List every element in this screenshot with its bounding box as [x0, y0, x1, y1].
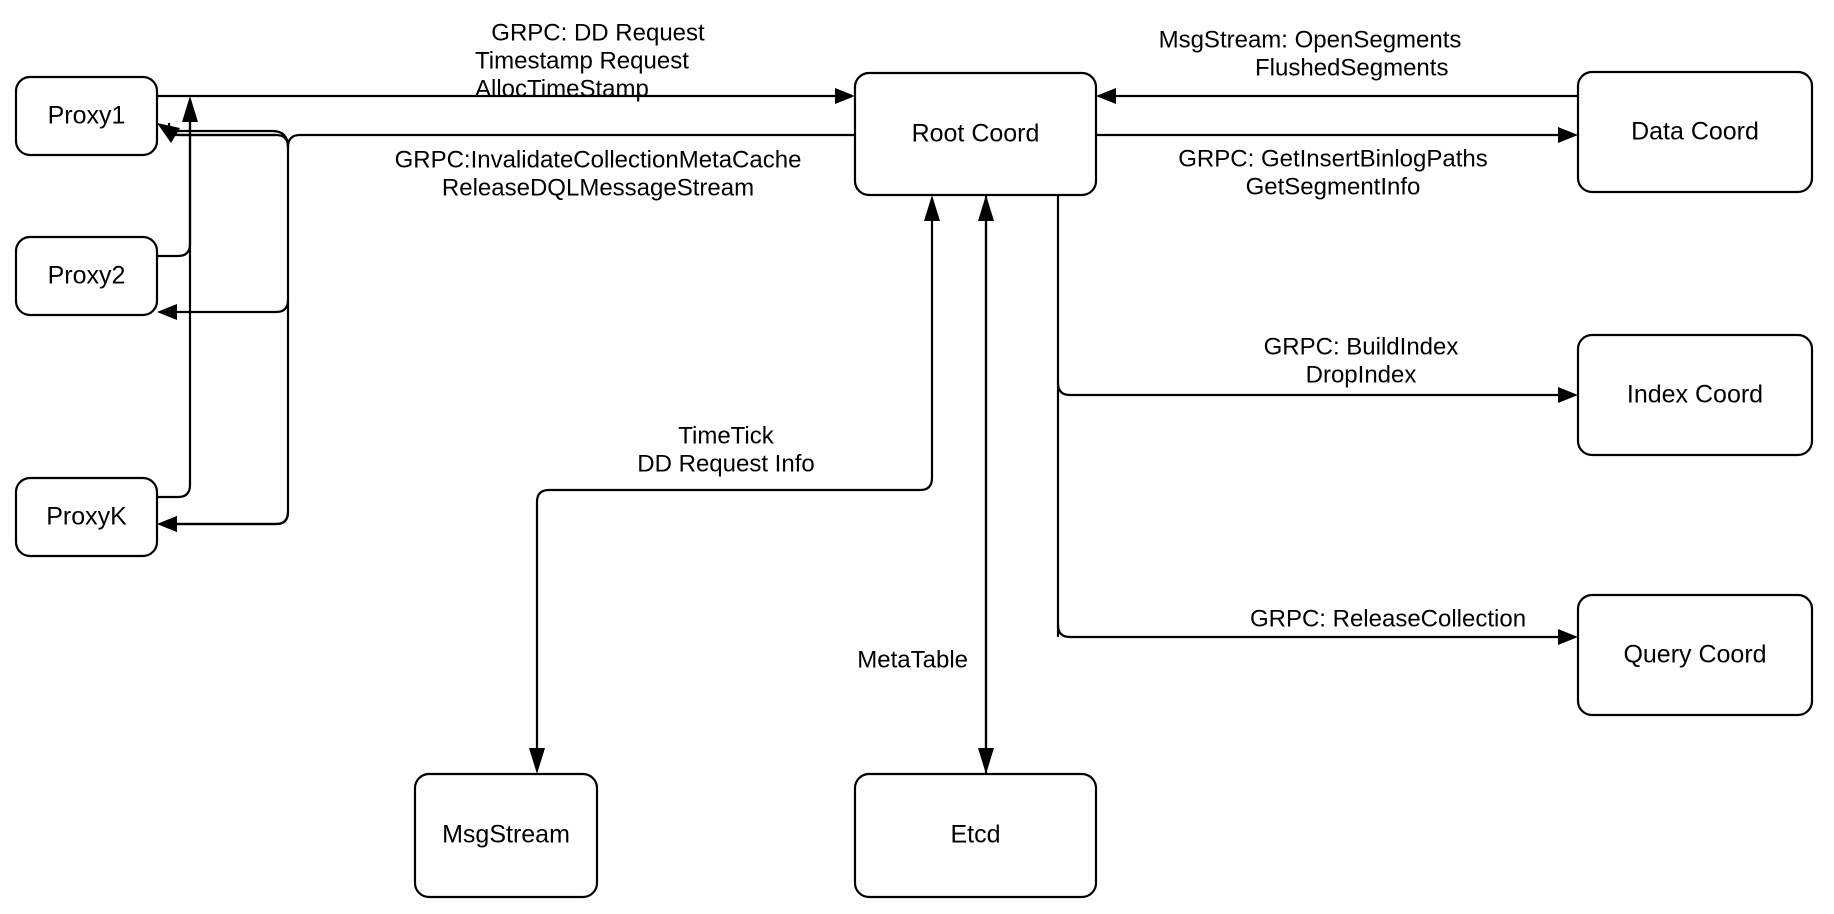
- edge-label-line: MsgStream: OpenSegments: [1159, 26, 1462, 53]
- edge-proxy1-to-rootcoord: [157, 88, 855, 104]
- edge-rootcoord-to-proxy2: [157, 299, 290, 320]
- node-rootcoord[interactable]: Root Coord: [853, 71, 1098, 197]
- edge-rootcoord-to-querycoord: [1056, 624, 1578, 645]
- edge-label-proxy-to-root: GRPC: DD Request Timestamp Request Alloc…: [475, 19, 705, 102]
- node-shape[interactable]: [413, 772, 599, 899]
- edge-label-line: GRPC: GetInsertBinlogPaths: [1178, 145, 1487, 172]
- edge-rootcoord-to-msgstream: [529, 195, 940, 774]
- edge-rootcoord-to-etcd: [978, 195, 994, 774]
- edge-label-line: GRPC: ReleaseCollection: [1250, 605, 1526, 632]
- edge-label-root-to-msgstream: TimeTick DD Request Info: [637, 422, 814, 477]
- node-shape[interactable]: [853, 71, 1098, 197]
- arrowhead-icon: [529, 748, 545, 774]
- edge-label-line: Timestamp Request: [475, 47, 689, 74]
- edge-label-line: GetSegmentInfo: [1246, 173, 1421, 200]
- edge-bus-branch-proxy1: [157, 123, 290, 148]
- edge-rootcoord-to-datacoord: [1096, 127, 1578, 143]
- arrowhead-icon: [157, 304, 177, 320]
- node-proxy1[interactable]: Proxy1: [14, 75, 159, 157]
- nodes-layer: Proxy1 Proxy2 ProxyK Root Coord Data Coo…: [14, 70, 1814, 899]
- node-datacoord[interactable]: Data Coord: [1576, 70, 1814, 194]
- node-shape[interactable]: [853, 772, 1098, 899]
- node-querycoord[interactable]: Query Coord: [1576, 593, 1814, 717]
- edge-label-root-to-query: GRPC: ReleaseCollection: [1250, 605, 1526, 632]
- node-shape[interactable]: [14, 235, 159, 317]
- edge-label-line: GRPC: BuildIndex: [1264, 333, 1459, 360]
- node-indexcoord[interactable]: Index Coord: [1576, 333, 1814, 457]
- edge-datacoord-to-rootcoord: [1096, 88, 1578, 104]
- edge-label-line: MetaTable: [857, 646, 968, 673]
- arrowhead-icon: [182, 96, 198, 122]
- edge-label-line: DropIndex: [1306, 361, 1417, 388]
- edge-label-root-to-index: GRPC: BuildIndex DropIndex: [1264, 333, 1459, 388]
- arrowhead-icon: [1558, 387, 1578, 403]
- node-shape[interactable]: [1576, 333, 1814, 457]
- edge-proxy2-to-rootcoord: [157, 96, 198, 258]
- edge-label-line: ReleaseDQLMessageStream: [442, 174, 754, 201]
- arrowhead-icon: [1558, 127, 1578, 143]
- edge-rootcoord-to-proxyk: [157, 511, 290, 532]
- edge-label-root-to-proxy: GRPC:InvalidateCollectionMetaCache Relea…: [395, 146, 802, 201]
- node-shape[interactable]: [1576, 70, 1814, 194]
- arrowhead-icon: [1096, 88, 1116, 104]
- edge-label-line: AllocTimeStamp: [475, 75, 649, 102]
- node-proxy2[interactable]: Proxy2: [14, 235, 159, 317]
- arrowhead-icon-up: [924, 195, 940, 221]
- arrowhead-icon: [157, 123, 180, 143]
- edge-labels-layer: GRPC: DD Request Timestamp Request Alloc…: [395, 19, 1527, 673]
- arrowhead-icon: [835, 88, 855, 104]
- arrowhead-icon: [1558, 629, 1578, 645]
- edge-label-line: DD Request Info: [637, 450, 814, 477]
- arrowhead-icon: [157, 516, 177, 532]
- arrowhead-icon-down: [978, 748, 994, 774]
- node-shape[interactable]: [14, 75, 159, 157]
- node-shape[interactable]: [14, 476, 159, 558]
- edge-label-line: FlushedSegments: [1255, 54, 1448, 81]
- edge-proxyk-to-rootcoord: [157, 118, 192, 499]
- edge-rootcoord-to-indexcoord: [1056, 382, 1578, 403]
- edge-label-line: GRPC: DD Request: [491, 19, 705, 46]
- node-proxyk[interactable]: ProxyK: [14, 476, 159, 558]
- edges-layer: [157, 88, 1578, 774]
- edge-label-root-to-data: GRPC: GetInsertBinlogPaths GetSegmentInf…: [1178, 145, 1487, 200]
- node-etcd[interactable]: Etcd: [853, 772, 1098, 899]
- node-shape[interactable]: [1576, 593, 1814, 717]
- node-msgstream[interactable]: MsgStream: [413, 772, 599, 899]
- edge-label-metatable: MetaTable: [857, 646, 968, 673]
- edge-label-line: GRPC:InvalidateCollectionMetaCache: [395, 146, 802, 173]
- edge-label-line: TimeTick: [678, 422, 775, 449]
- edge-label-data-to-root: MsgStream: OpenSegments FlushedSegments: [1159, 26, 1462, 81]
